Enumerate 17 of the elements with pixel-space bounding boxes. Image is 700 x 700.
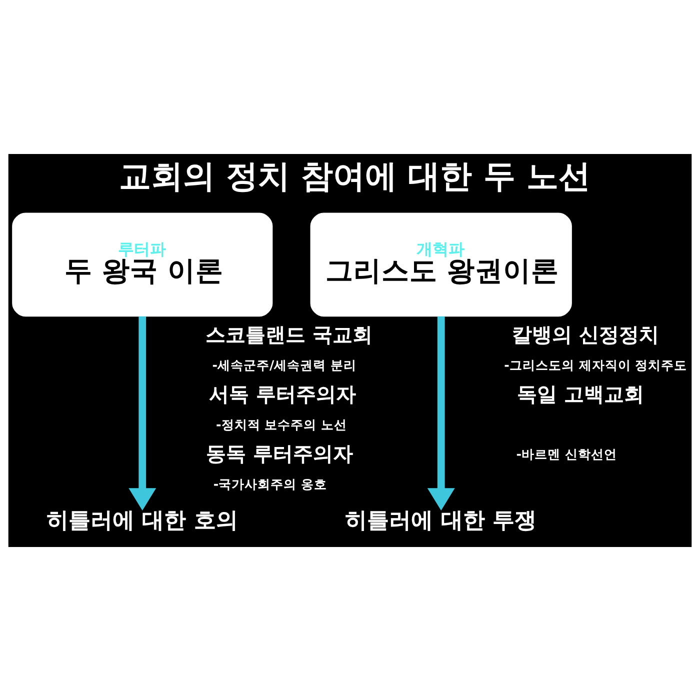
label: -정치적 보수주의 노선 <box>216 416 348 432</box>
diagram-title: 교회의 정치 참여에 대한 두 노선 <box>119 158 590 194</box>
label: -그리스도의 제자직이 정치주도 <box>504 357 688 372</box>
label: 스코틀랜드 국교회 <box>205 322 372 346</box>
node-box: 개혁파 그리스도 왕권이론 <box>310 212 572 316</box>
arrow <box>128 316 156 510</box>
label: -바르멘 신학선언 <box>516 446 618 462</box>
label: -국가사회주의 옹호 <box>213 476 328 491</box>
node-box: 루터파 두 왕국 이론 <box>12 212 273 316</box>
label: 동독 루터주의자 <box>206 440 353 465</box>
label: 독일 고백교회 <box>516 382 644 406</box>
label: 서독 루터주의자 <box>209 382 356 406</box>
node-text: 히틀러에 대한 호의 <box>46 507 238 534</box>
label: -세속군주/세속권력 분리 <box>212 357 357 372</box>
arrow <box>427 316 455 510</box>
label: 칼뱅의 신정정치 <box>512 322 660 346</box>
node-text: 히틀러에 대한 투쟁 <box>345 507 537 534</box>
